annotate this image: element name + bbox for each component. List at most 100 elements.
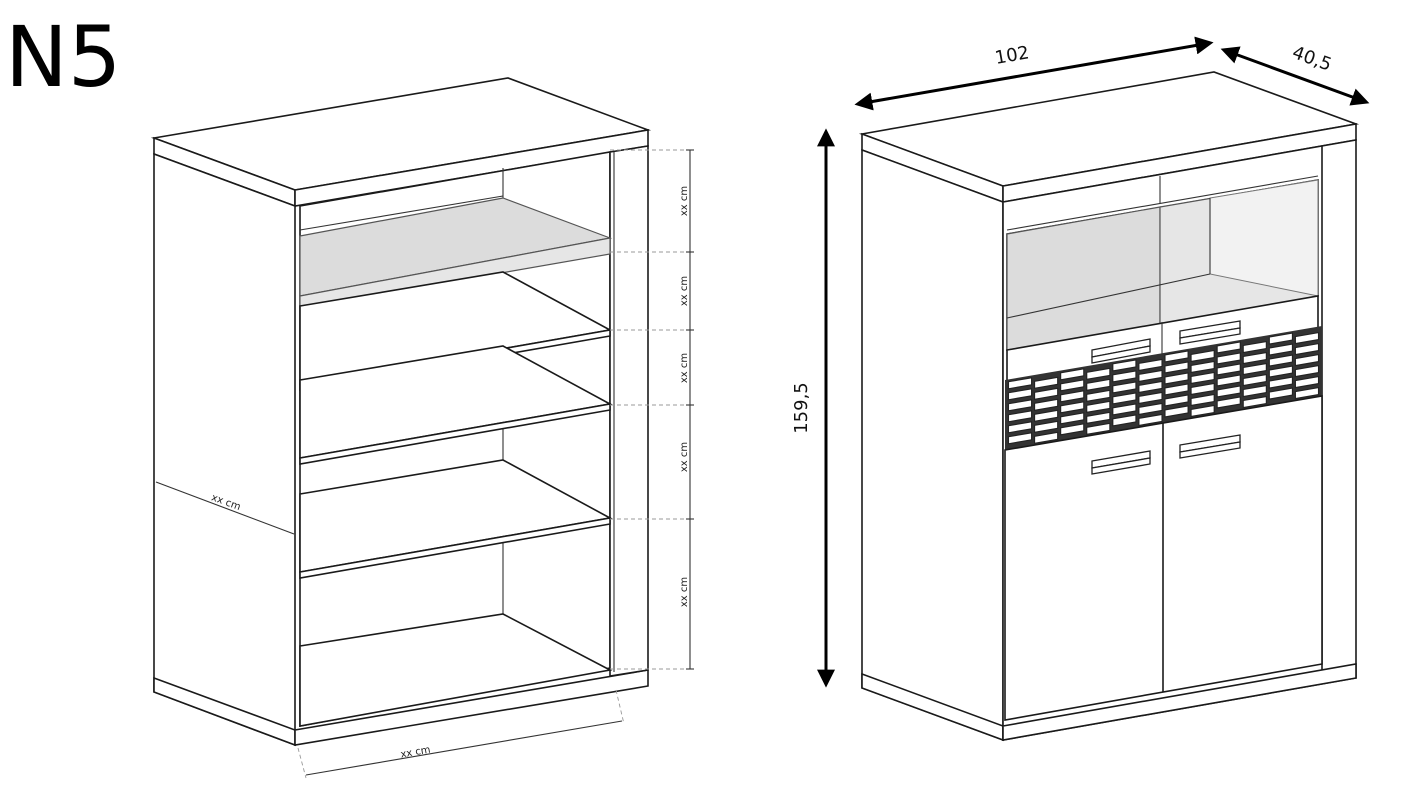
shelf-height-label-5: xx cm	[679, 577, 690, 607]
decorative-tile-panel	[1005, 326, 1322, 450]
decorative-tile	[1242, 351, 1267, 365]
decorative-tile	[1294, 331, 1320, 345]
decorative-tile	[1190, 393, 1215, 407]
decorative-tile	[1164, 361, 1189, 374]
door-handle-left	[1091, 450, 1151, 475]
decorative-tile	[1216, 396, 1241, 409]
shelf-height-label-3: xx cm	[679, 353, 690, 383]
left-plinth-front	[294, 669, 649, 746]
decorative-tile	[1242, 395, 1267, 409]
decorative-tile	[1190, 349, 1215, 363]
right-side-panel	[861, 148, 1004, 742]
decorative-tile	[1294, 386, 1320, 400]
decorative-tile	[1086, 367, 1111, 380]
decorative-tile	[1034, 420, 1059, 433]
decorative-tile	[1242, 340, 1267, 354]
decorative-tile	[1294, 353, 1320, 367]
depth-label: 40,5	[1289, 42, 1334, 75]
decorative-tile	[1060, 412, 1085, 425]
decorative-tile	[1007, 399, 1033, 412]
decorative-tile	[1216, 363, 1241, 376]
decorative-tile	[1007, 377, 1033, 390]
decorative-tile	[1034, 409, 1059, 422]
decorative-tile	[1086, 400, 1111, 413]
decorative-tile	[1138, 380, 1163, 394]
decorative-tile	[1242, 373, 1267, 387]
shelf-height-label-4: xx cm	[679, 442, 690, 472]
decorative-tile	[1112, 381, 1137, 394]
decorative-tile	[1034, 398, 1059, 411]
decorative-tile	[1164, 383, 1189, 396]
decorative-tile	[1086, 411, 1111, 424]
decorative-tile	[1086, 422, 1111, 435]
drawer-handle-left	[1091, 338, 1151, 364]
decorative-tile	[1060, 390, 1085, 403]
left-right-pilaster	[609, 145, 649, 677]
left-glass-shelf	[299, 237, 611, 309]
left-shelf-dimensions: xx cm xx cm xx cm xx cm xx cm	[610, 149, 694, 670]
decorative-tile	[1007, 388, 1033, 401]
decorative-tile	[1086, 389, 1111, 402]
decorative-tile	[1138, 402, 1163, 416]
decorative-tile	[1268, 365, 1293, 378]
decorative-tile	[1294, 375, 1320, 389]
decorative-tile	[1268, 343, 1293, 356]
decorative-tile	[1216, 374, 1241, 387]
decorative-tile	[1164, 394, 1189, 407]
depth-arrow	[1220, 46, 1370, 106]
decorative-tile	[1060, 401, 1085, 414]
decorative-tile	[1138, 369, 1163, 383]
left-width-dimension: xx cm	[297, 689, 625, 779]
decorative-tile	[1190, 371, 1215, 385]
decorative-tile	[1138, 413, 1163, 427]
decorative-tile	[1268, 387, 1293, 400]
decorative-tile	[1268, 376, 1293, 389]
drawer-handle-right	[1179, 320, 1241, 345]
decorative-tile	[1112, 370, 1137, 383]
width-label: 102	[993, 42, 1030, 69]
decorative-tile	[1112, 403, 1137, 416]
decorative-tile	[1007, 432, 1033, 445]
shelf-height-label-2: xx cm	[679, 276, 690, 306]
decorative-tile	[1112, 359, 1137, 372]
decorative-tile	[1034, 387, 1059, 400]
left-shelves	[299, 271, 613, 727]
decorative-tile	[1034, 431, 1059, 444]
decorative-tile	[1164, 405, 1189, 418]
decorative-tile	[1007, 410, 1033, 423]
decorative-tile	[1294, 342, 1320, 356]
decorative-tile	[1216, 341, 1241, 354]
decorative-tile	[1190, 360, 1215, 374]
decorative-tile	[1034, 376, 1059, 389]
right-plinth-front	[1002, 663, 1357, 741]
model-title: N5	[5, 8, 121, 106]
width-arrow	[854, 36, 1214, 111]
decorative-tile	[1242, 362, 1267, 376]
right-cabinet	[858, 71, 1360, 742]
decorative-tile	[1138, 358, 1163, 372]
decorative-tile	[1190, 382, 1215, 396]
decorative-tile	[1164, 350, 1189, 363]
shelf-height-label-1: xx cm	[679, 186, 690, 216]
left-side-panel	[153, 152, 296, 747]
decorative-tile	[1268, 354, 1293, 367]
decorative-tile	[1242, 384, 1267, 398]
decorative-tile	[1294, 364, 1320, 378]
decorative-tile	[1086, 378, 1111, 391]
height-label: 159,5	[791, 382, 812, 434]
left-width-label: xx cm	[400, 744, 432, 760]
decorative-tile	[1164, 372, 1189, 385]
door-handle-right	[1179, 434, 1241, 459]
decorative-tile	[1112, 392, 1137, 405]
left-cabinet: xx cm xx cm xx cm xx cm xx cm xx cm xx c…	[150, 77, 694, 779]
right-dimensions: 102 40,5 159,5	[791, 36, 1370, 688]
decorative-tile	[1060, 379, 1085, 392]
decorative-tile	[1268, 332, 1293, 345]
decorative-tile	[1112, 414, 1137, 427]
decorative-tile	[1060, 368, 1085, 381]
decorative-tile	[1007, 421, 1033, 434]
decorative-tile	[1190, 404, 1215, 418]
decorative-tile	[1216, 385, 1241, 398]
decorative-tile	[1138, 391, 1163, 405]
